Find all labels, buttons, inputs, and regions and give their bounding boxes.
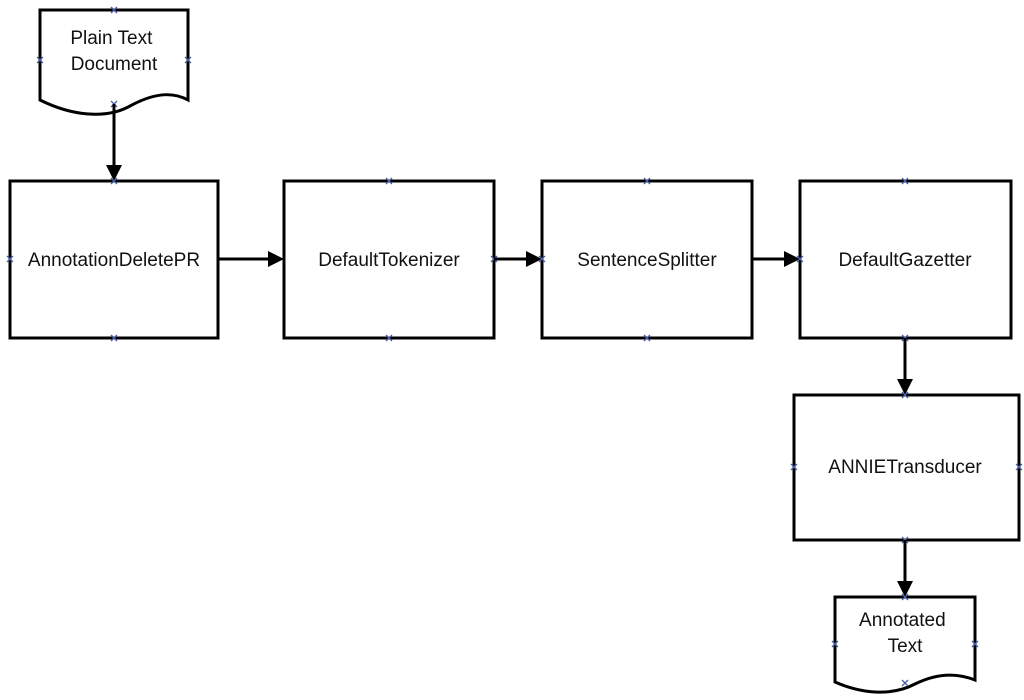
process-box-label: ANNIETransducer (828, 457, 982, 478)
connection-point (643, 334, 651, 342)
arrowhead (106, 165, 122, 181)
connection-point (110, 334, 118, 342)
connector-defaultgazetter-to-annietransducer (897, 338, 913, 395)
process-box-defaultgazetter[interactable]: DefaultGazetter (796, 177, 1013, 342)
connection-point (643, 177, 651, 185)
connection-point (796, 255, 804, 263)
process-box-label: DefaultTokenizer (318, 250, 460, 271)
process-box-label: SentenceSplitter (577, 250, 717, 271)
connector-sentencesplitter-to-defaultgazetter (752, 251, 800, 267)
arrowhead (526, 251, 542, 267)
connection-point (36, 56, 44, 64)
connection-point (831, 640, 839, 648)
connection-point (110, 6, 118, 14)
input-document[interactable]: Plain Text Document (36, 6, 192, 116)
connection-point (385, 334, 393, 342)
connection-point (901, 679, 909, 687)
connection-point (1015, 463, 1023, 471)
process-box-label: DefaultGazetter (838, 250, 972, 271)
connection-point (790, 463, 798, 471)
process-box-annietransducer[interactable]: ANNIETransducer (790, 391, 1023, 544)
output-document-shape (833, 595, 977, 694)
connector-input-to-annotationdeletepr (106, 104, 122, 181)
arrowhead (268, 251, 284, 267)
arrowhead (897, 581, 913, 597)
arrowhead (784, 251, 800, 267)
connector-annotationdeletepr-to-defaulttokenizer (218, 251, 284, 267)
connection-point (538, 255, 546, 263)
input-document-line1: Plain Text (70, 28, 153, 49)
connection-point (6, 255, 14, 263)
process-box-shape (792, 393, 1021, 542)
output-document[interactable]: Annotated Text (831, 593, 979, 694)
process-box-shape (798, 179, 1013, 340)
process-box-connection-points (385, 177, 498, 342)
connection-point (110, 177, 118, 185)
input-document-label: Plain Text Document (70, 28, 158, 75)
connector-defaulttokenizer-to-sentencesplitter (494, 251, 542, 267)
process-box-sentencesplitter[interactable]: SentenceSplitter (538, 177, 754, 342)
connection-point (971, 640, 979, 648)
process-box-annotationdeletepr[interactable]: AnnotationDeletePR (6, 177, 220, 342)
input-document-shape (38, 8, 190, 116)
connection-point (901, 593, 909, 601)
connection-point (901, 177, 909, 185)
connector-annietransducer-to-output (897, 540, 913, 597)
output-document-connection-points (831, 593, 979, 687)
connection-point (901, 391, 909, 399)
output-document-line1: Annotated (859, 610, 946, 631)
process-box-connection-points (6, 177, 118, 342)
process-box-defaulttokenizer[interactable]: DefaultTokenizer (282, 177, 498, 342)
process-box-label: AnnotationDeletePR (28, 250, 200, 271)
connection-point (184, 56, 192, 64)
arrowhead (897, 379, 913, 395)
input-document-line2: Document (71, 54, 158, 75)
process-box-connection-points (538, 177, 651, 342)
connection-point (385, 177, 393, 185)
output-document-label: Annotated Text (859, 610, 951, 657)
output-document-line2: Text (888, 636, 924, 657)
